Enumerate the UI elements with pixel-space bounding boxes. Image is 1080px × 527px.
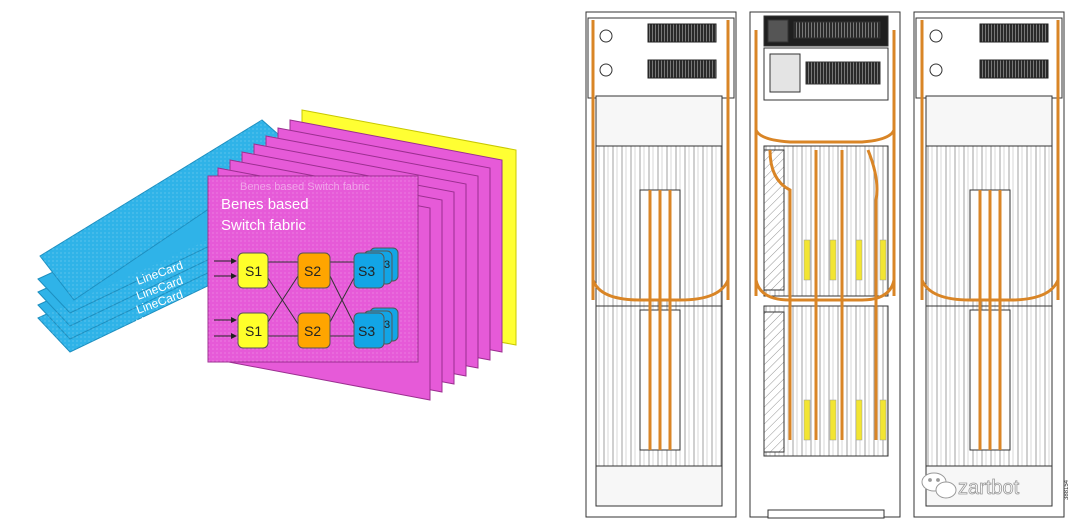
s3-stack-label: 3 bbox=[384, 319, 390, 331]
fabric-card-slot bbox=[829, 239, 837, 281]
s3-label: S3 bbox=[358, 323, 375, 339]
center-rack bbox=[749, 11, 901, 519]
s3-stack-label: 3 bbox=[384, 259, 390, 271]
s1-label: S1 bbox=[245, 263, 262, 279]
fabric-card-slot bbox=[829, 399, 837, 441]
fabric-card-slot bbox=[879, 399, 887, 441]
s3-label: S3 bbox=[358, 263, 375, 279]
fabric-card-slot bbox=[803, 399, 811, 441]
s3-switch-bottom bbox=[353, 312, 385, 349]
fan-grill bbox=[647, 59, 717, 79]
s1-label: S1 bbox=[245, 323, 262, 339]
fan-grill bbox=[979, 59, 1049, 79]
s2-label: S2 bbox=[304, 263, 321, 279]
fabric-title-line1: Benes based bbox=[221, 196, 309, 213]
fabric-card-slot bbox=[855, 239, 863, 281]
wechat-icon bbox=[921, 472, 957, 499]
ghost-fabric-label: Benes based Switch fabric bbox=[240, 181, 370, 193]
watermark: zartbot bbox=[921, 472, 1020, 499]
fabric-card-slot bbox=[803, 239, 811, 281]
fabric-illustration: LineCard LineCard LineCard LineCard Line… bbox=[37, 109, 517, 401]
chassis-drawing: 388154 bbox=[585, 11, 1070, 519]
cable-bundles bbox=[591, 20, 1060, 450]
s2-switch-bottom bbox=[297, 312, 331, 349]
fan-grill bbox=[647, 23, 717, 43]
s3-switch-top bbox=[353, 252, 385, 289]
benes-switch-network: Benes based Switch fabric S1 S bbox=[214, 196, 399, 349]
serial-number: 388154 bbox=[1064, 479, 1070, 500]
fabric-card-slot bbox=[879, 239, 887, 281]
fan-grill bbox=[979, 23, 1049, 43]
fabric-card-slot bbox=[855, 399, 863, 441]
s1-switch-bottom bbox=[237, 312, 269, 349]
s2-switch-top bbox=[297, 252, 331, 289]
fabric-title-line2: Switch fabric bbox=[221, 217, 307, 234]
s2-label: S2 bbox=[304, 323, 321, 339]
watermark-text: zartbot bbox=[958, 477, 1020, 499]
s1-switch-top bbox=[237, 252, 269, 289]
